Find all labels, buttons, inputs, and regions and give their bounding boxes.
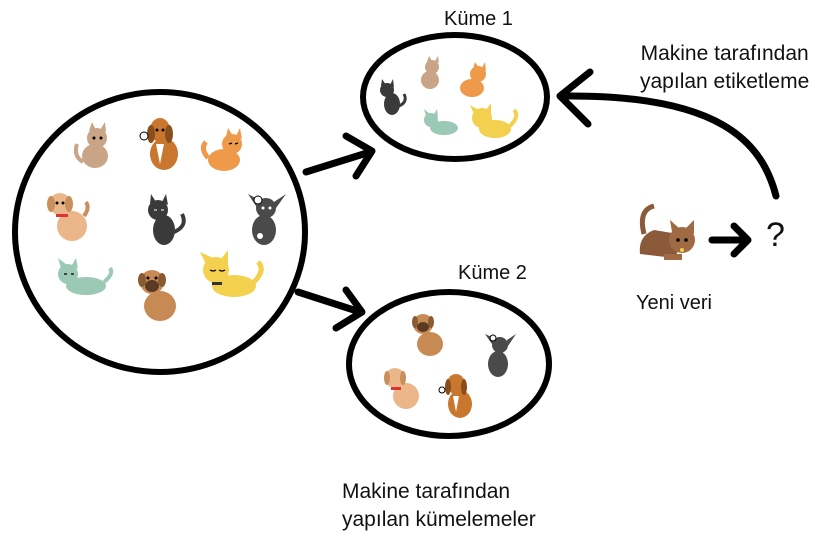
arrow-icon — [708, 222, 752, 258]
cat-icon — [460, 62, 486, 97]
unknown-class-symbol: ? — [766, 216, 785, 254]
machine-labeling-line-2: yapılan etiketleme — [640, 70, 810, 93]
cluster-1-title: Küme 1 — [444, 8, 513, 30]
cat-icon — [58, 258, 114, 295]
cat-icon — [424, 109, 458, 135]
cat-icon — [200, 128, 242, 171]
cat-icon — [148, 194, 186, 245]
dog-icon — [438, 374, 472, 418]
arrow-icon — [302, 132, 376, 180]
dog-icon — [139, 118, 178, 170]
cluster-2-title: Küme 2 — [458, 262, 527, 284]
machine-clustering-line-1: Makine tarafından — [342, 480, 511, 503]
dog-icon — [412, 314, 443, 356]
new-data-label: Yeni veri — [636, 292, 712, 314]
machine-clustering-caption: Makine tarafından yapılan kümelemeler — [342, 478, 536, 534]
cat-icon — [380, 79, 407, 115]
cat-icon — [639, 203, 695, 260]
dog-icon — [47, 193, 90, 241]
dog-icon — [485, 334, 516, 377]
cluster-2-ellipse — [346, 289, 552, 439]
arrow-icon — [294, 286, 366, 332]
machine-clustering-line-2: yapılan kümelemeler — [342, 508, 536, 531]
dog-icon — [248, 194, 286, 245]
dog-icon — [384, 368, 419, 409]
arrow-icon — [556, 68, 780, 200]
machine-labeling-line-1: Makine tarafından — [640, 42, 809, 65]
machine-labeling-caption: Makine tarafından yapılan etiketleme — [640, 40, 809, 96]
dog-icon — [138, 270, 176, 321]
cat-icon — [421, 56, 439, 89]
cat-icon — [73, 122, 108, 168]
cat-icon — [470, 103, 519, 138]
cat-icon — [200, 250, 264, 297]
